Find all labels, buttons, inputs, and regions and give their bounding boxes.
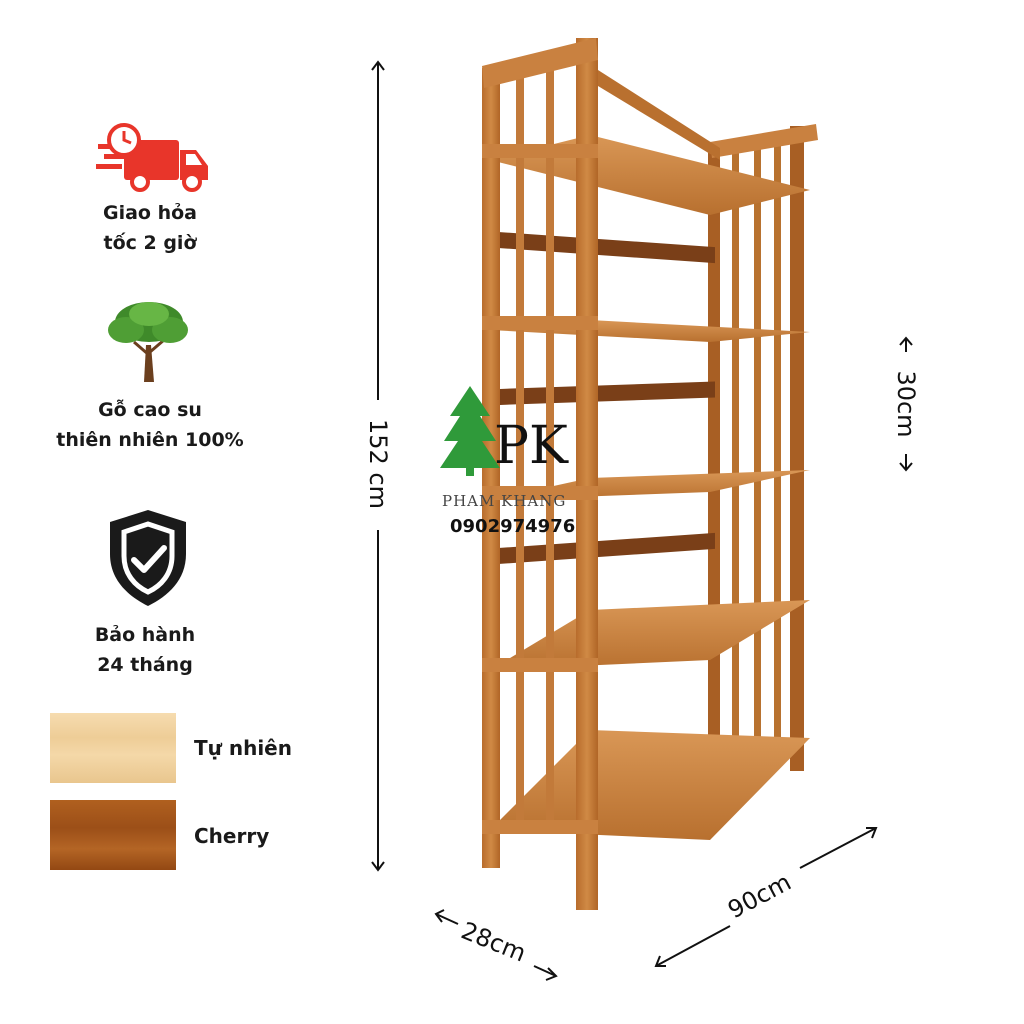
tree-icon (108, 302, 188, 382)
height-arrow (371, 60, 385, 872)
feature-wood-line2: thiên nhiên 100% (56, 429, 244, 451)
width-arrow (654, 827, 878, 967)
shield-check-icon (110, 510, 186, 606)
depth-side-arrow (899, 336, 913, 472)
pine-tree-icon (440, 386, 500, 476)
feature-warranty-line1: Bảo hành (94, 624, 196, 646)
swatch-natural-label: Tự nhiên (194, 736, 292, 760)
depth-side-label: 30cm (892, 370, 920, 438)
swatch-cherry (50, 800, 176, 870)
swatch-natural (50, 713, 176, 783)
delivery-truck-icon (96, 123, 208, 192)
swatch-cherry-label: Cherry (194, 824, 270, 848)
logo-phone: 0902974976 (450, 516, 576, 537)
feature-delivery-text: Giao hỏa tốc 2 giờ (70, 198, 230, 258)
feature-warranty-line2: 24 tháng (97, 654, 193, 676)
feature-warranty-text: Bảo hành 24 tháng (70, 620, 220, 680)
logo-brand: PHAM KHANG (442, 492, 567, 510)
logo-letters: PK (494, 416, 568, 476)
depth-bottom-arrow (434, 909, 558, 981)
feature-delivery-line2: tốc 2 giờ (103, 232, 197, 254)
height-label: 152 cm (364, 418, 392, 509)
feature-wood-text: Gỗ cao su thiên nhiên 100% (40, 395, 260, 455)
feature-wood-line1: Gỗ cao su (98, 399, 202, 421)
feature-delivery-line1: Giao hỏa (103, 202, 197, 224)
